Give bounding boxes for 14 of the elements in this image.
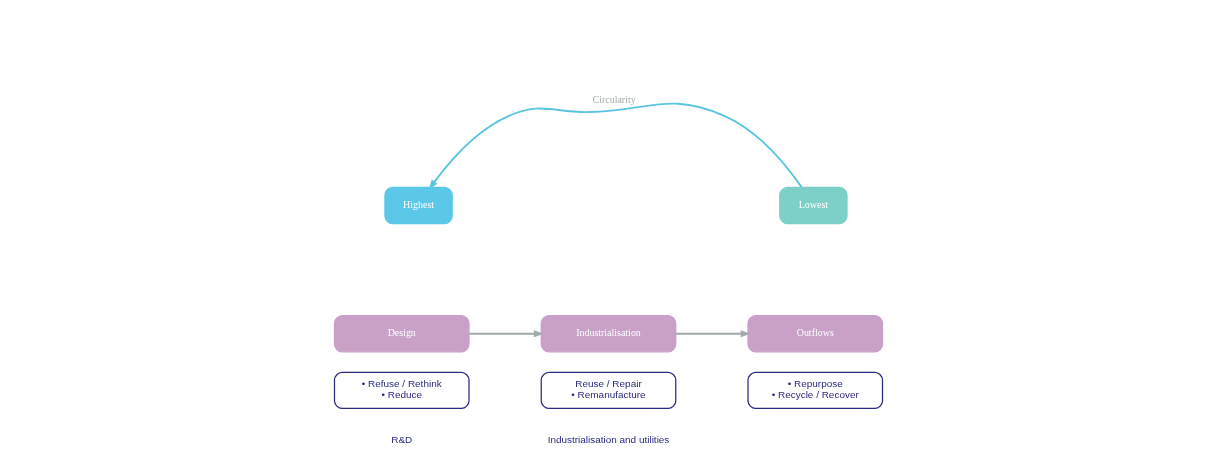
node-box: • Repurpose • Recycle / Recover <box>746 371 883 410</box>
arrow <box>467 330 544 338</box>
edge-label: Circularity <box>592 93 636 105</box>
node-box: Reuse / Repair • Remanufacture <box>540 371 676 410</box>
node-box: Lowest <box>778 186 848 225</box>
label: Industrialisation and utilities <box>547 433 669 445</box>
arrow <box>674 330 751 338</box>
node-box: Highest <box>383 186 453 225</box>
node-box: • Refuse / Rethink • Reduce <box>333 371 470 410</box>
node-box: Design <box>333 315 470 353</box>
arrow <box>428 102 803 190</box>
label: R&D <box>390 433 412 445</box>
node-box: Outflows <box>746 315 883 353</box>
node-box: Industrialisation <box>540 315 676 353</box>
